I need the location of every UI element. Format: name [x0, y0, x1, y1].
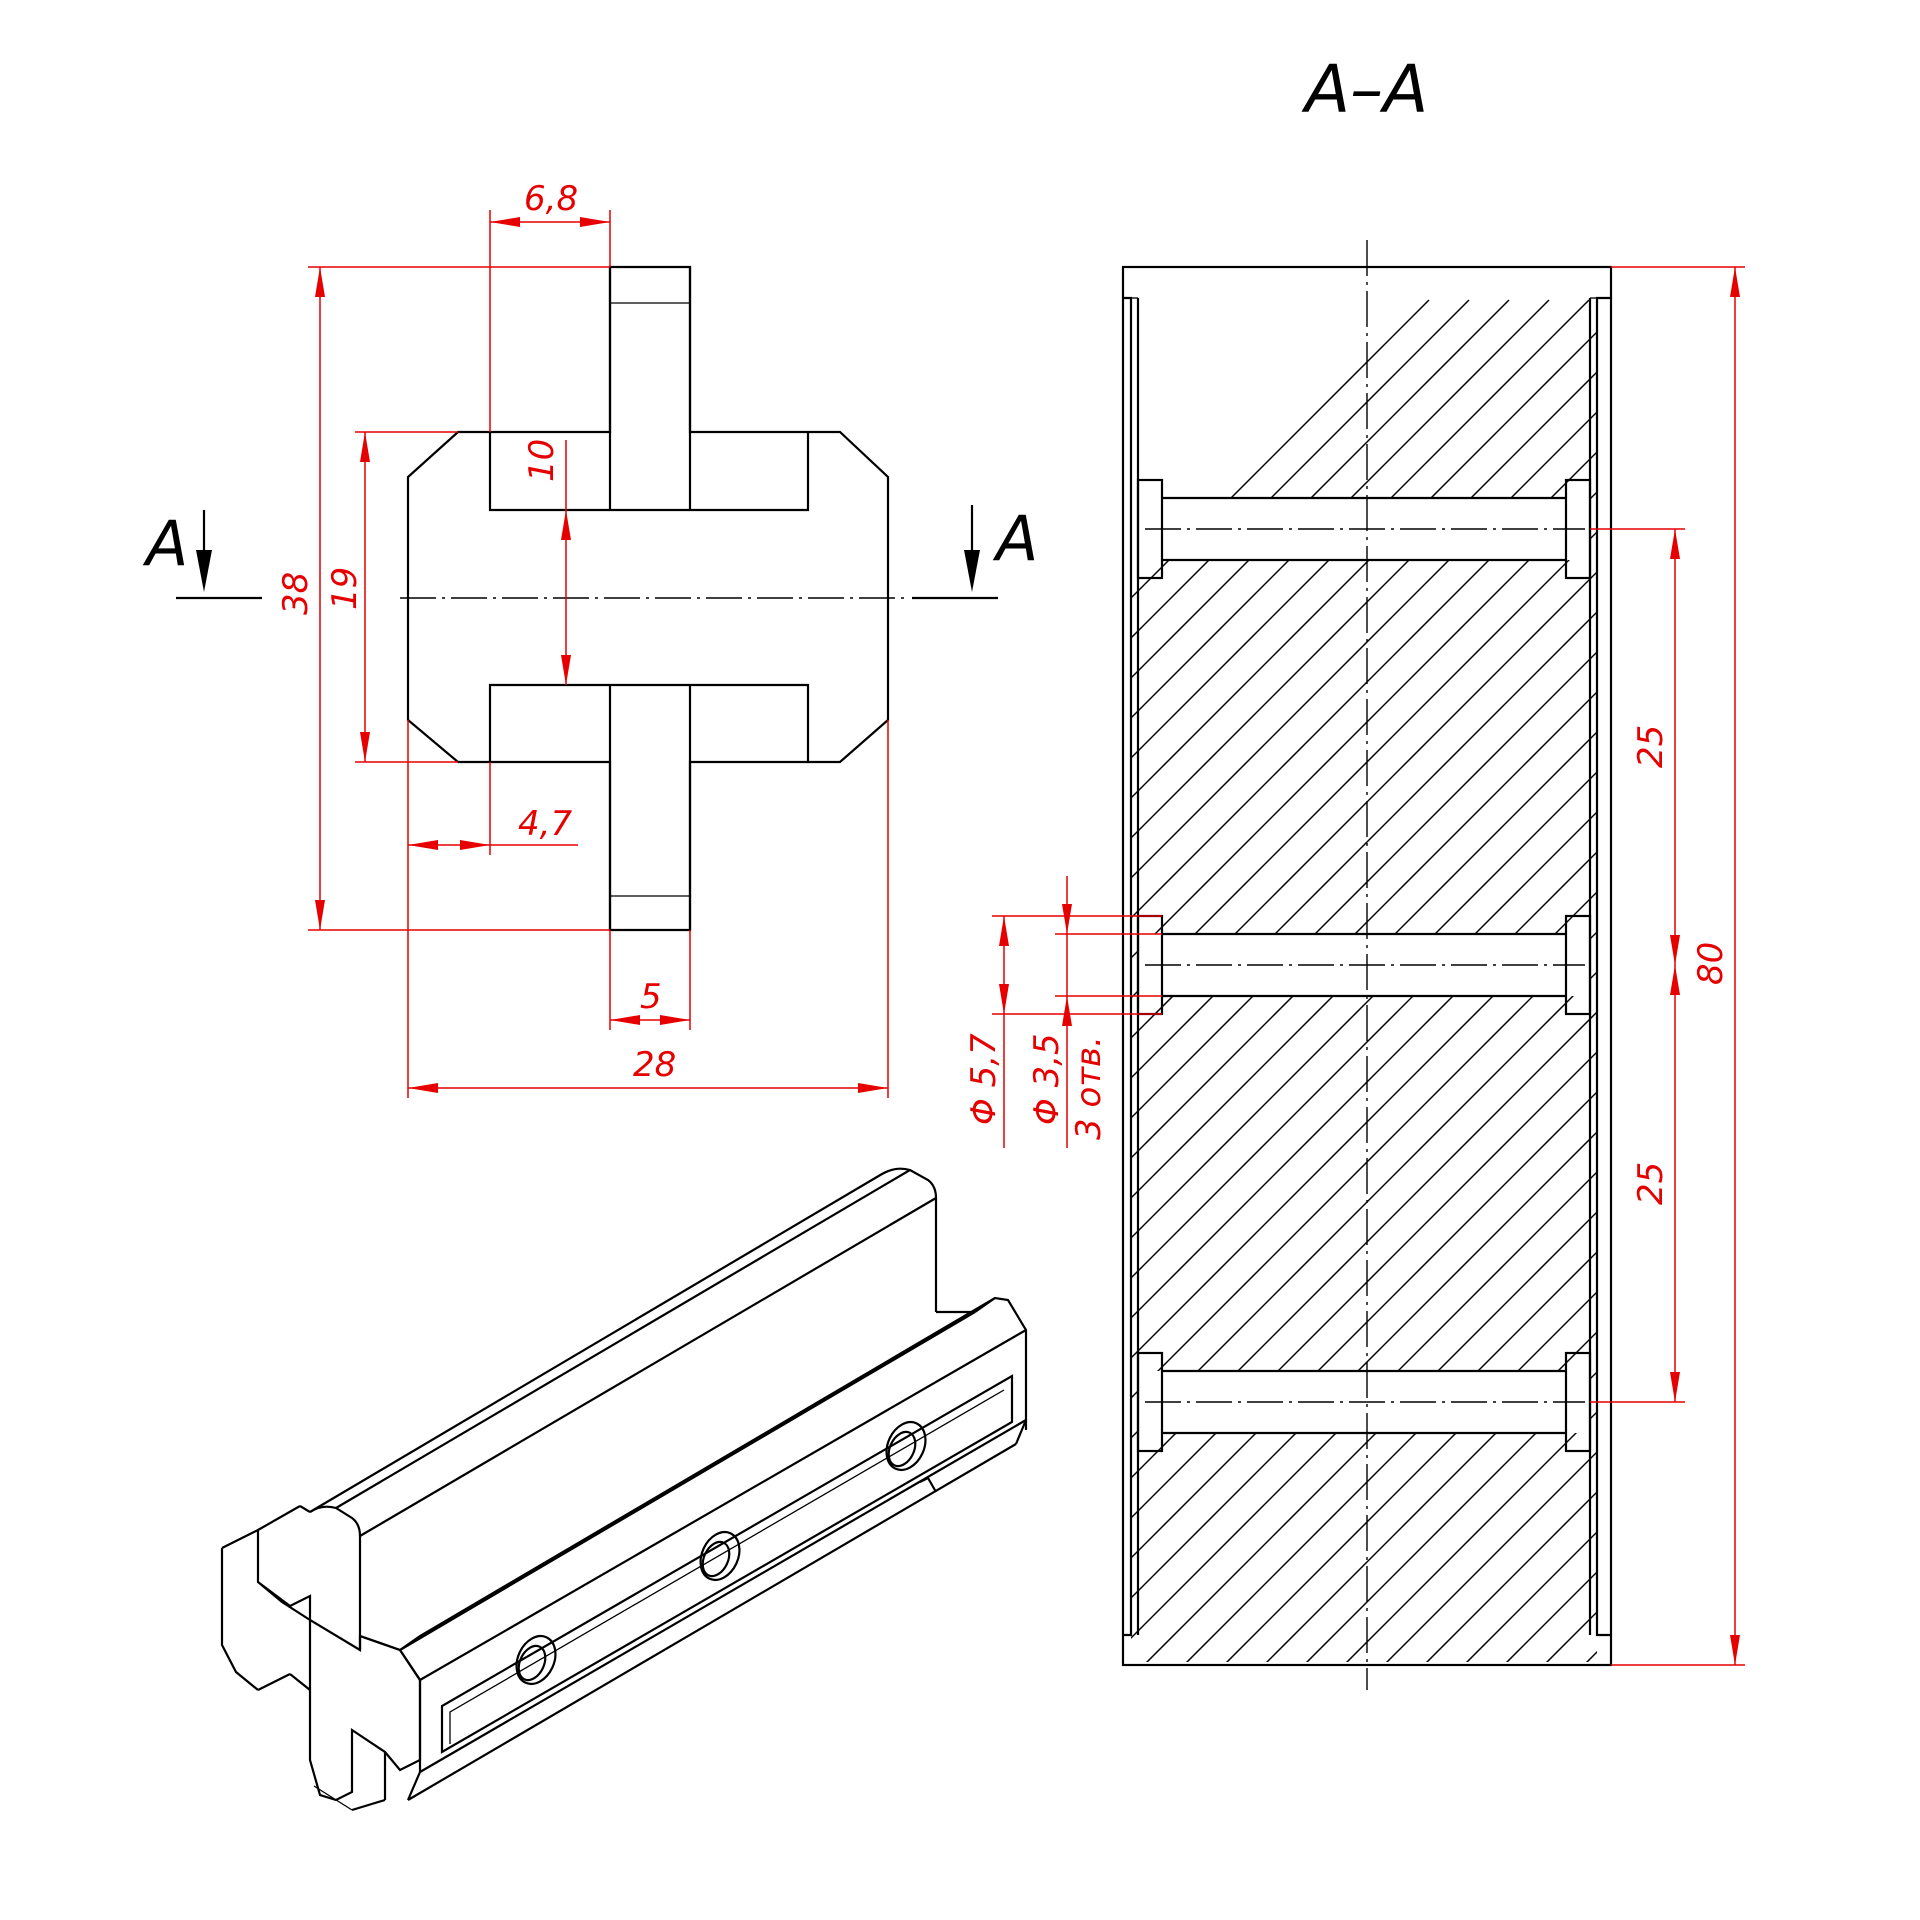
dim-overall-length-text: 80	[1691, 942, 1731, 985]
isometric-view	[220, 1167, 1028, 1812]
dim-flange-thickness: 6,8	[489, 179, 611, 432]
upper-slot	[488, 432, 810, 512]
hatch-line	[1131, 570, 1597, 1040]
hatch-line	[1131, 1090, 1597, 1560]
dim-slot-depth: 10	[522, 439, 571, 685]
section-title: A–A	[1301, 51, 1428, 128]
dim-edge-offset-text: 4,7	[518, 804, 572, 844]
dim-overall-width-text: 28	[633, 1045, 676, 1085]
hatch-line	[1131, 970, 1597, 1440]
hatch-line	[1131, 1010, 1597, 1480]
hatch-line	[1131, 530, 1597, 1000]
dim-hole-spacing-upper-text: 25	[1631, 725, 1671, 768]
hatch-line	[1345, 1410, 1597, 1662]
iso-face-pocket	[440, 1374, 1014, 1754]
dim-web-width: 5	[609, 930, 691, 1030]
dim-hole-spacing-lower-text: 25	[1631, 1162, 1671, 1205]
hatch-line	[1869, 300, 1920, 1700]
iso-holes	[515, 1420, 927, 1686]
dim-flange-thickness-text: 6,8	[524, 179, 578, 219]
iso-upper-web	[309, 1167, 938, 1513]
section-mark-right: A	[912, 502, 1038, 600]
section-hatching	[1131, 299, 1920, 1700]
hatch-line	[1131, 650, 1597, 1120]
hatch-line	[1145, 1210, 1597, 1662]
hatch-line	[1629, 300, 1920, 1700]
hatch-line	[1131, 1130, 1597, 1600]
section-view	[1121, 240, 1920, 1700]
dim-hole-spacing-lower: 25	[1631, 965, 1680, 1402]
dim-overall-height-text: 38	[276, 572, 316, 615]
hatch-line	[1131, 770, 1597, 1240]
dim-hole-spacing-upper: 25	[1590, 528, 1685, 1403]
hatch-line	[1131, 850, 1597, 1320]
hatch-line	[1131, 610, 1597, 1080]
dim-slot-depth-text: 10	[522, 439, 562, 482]
section-mark-left: A	[142, 507, 262, 600]
cut-mark-left: A	[142, 507, 188, 580]
hatch-line	[1789, 300, 1920, 1700]
hatch-line	[1909, 300, 1920, 1700]
dim-edge-offset: 4,7	[408, 762, 578, 855]
hatch-line	[1749, 300, 1920, 1700]
profile-view	[400, 265, 905, 932]
hatch-line	[1669, 300, 1920, 1700]
cut-mark-right: A	[992, 502, 1038, 575]
hatch-line	[1131, 730, 1597, 1200]
hole-2	[1136, 914, 1592, 1016]
hatch-line	[1709, 300, 1920, 1700]
dim-overall-length: 80	[1611, 266, 1745, 1666]
hatch-line	[1131, 1050, 1597, 1520]
dim-overall-width: 28	[407, 720, 889, 1098]
hatch-line	[1131, 810, 1597, 1280]
hatch-line	[1829, 300, 1920, 1700]
hatch-line	[1131, 930, 1597, 1400]
hatch-line	[1589, 300, 1920, 1700]
dim-hole-diameters: Φ 5,7 Φ 3,5 3 отв.	[964, 876, 1162, 1148]
dim-counterbore-diameter-text: Φ 5,7	[964, 1033, 1004, 1125]
hatch-line	[1305, 1370, 1597, 1662]
hatch-line	[1185, 1250, 1597, 1662]
hatch-line	[1131, 690, 1597, 1160]
hatch-line	[1385, 1450, 1597, 1662]
hatch-line	[1225, 1290, 1597, 1662]
iso-end-profile	[221, 1528, 422, 1802]
iso-body-face	[399, 1329, 1027, 1682]
dim-hole-count-text: 3 отв.	[1069, 1036, 1109, 1140]
lower-slot	[488, 683, 810, 762]
hatch-line	[1265, 1330, 1597, 1662]
hatch-line	[1131, 890, 1597, 1360]
iso-body-top	[399, 1296, 1028, 1651]
dim-body-height: 19	[325, 431, 458, 763]
dim-hole-diameter-text: Φ 3,5	[1027, 1033, 1067, 1125]
dim-web-width-text: 5	[640, 977, 662, 1017]
hatch-line	[1131, 1170, 1597, 1640]
dim-body-height-text: 19	[325, 567, 365, 610]
dim-overall-height: 38	[276, 266, 610, 931]
